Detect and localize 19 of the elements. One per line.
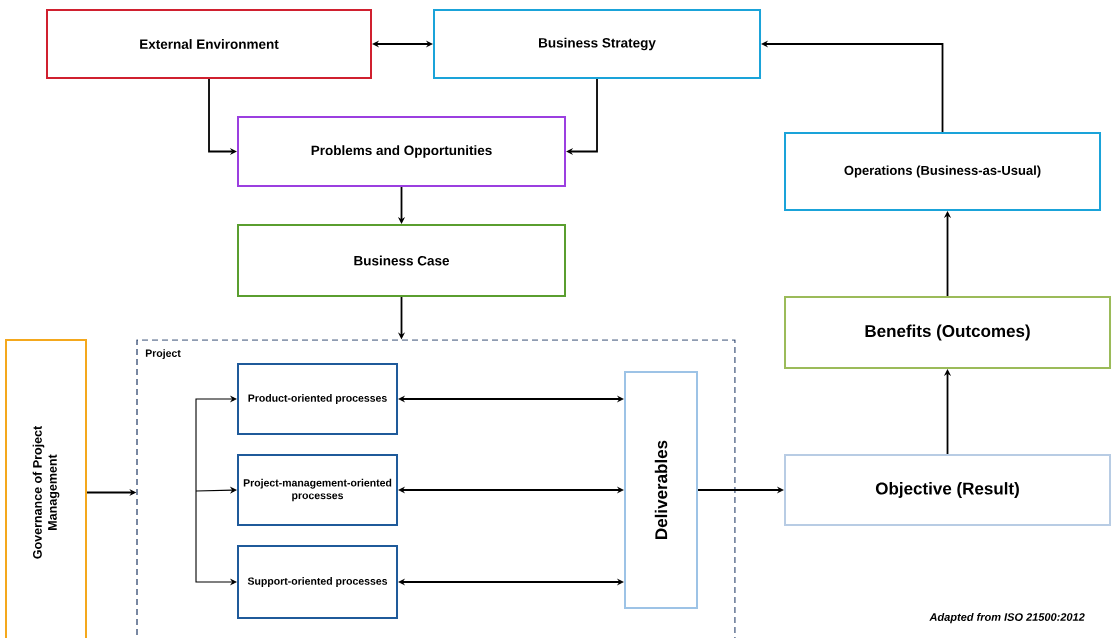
process-box: Support-oriented processes <box>237 545 398 619</box>
process-box: Governance of Project Management <box>5 339 87 638</box>
arrow <box>398 486 624 494</box>
arrow <box>398 578 624 586</box>
process-box: Problems and Opportunities <box>237 116 566 187</box>
source-note: Adapted from ISO 21500:2012 <box>929 612 1085 624</box>
process-box: Business Case <box>237 224 566 297</box>
process-box: Product-oriented processes <box>237 363 398 435</box>
arrow <box>398 395 624 403</box>
process-box: Business Strategy <box>433 9 761 79</box>
process-box: Objective (Result) <box>784 454 1111 526</box>
process-box: Project-management-oriented processes <box>237 454 398 526</box>
process-box: Operations (Business-as-Usual) <box>784 132 1101 211</box>
process-box: Benefits (Outcomes) <box>784 296 1111 369</box>
arrow <box>566 78 598 156</box>
arrow <box>372 40 433 48</box>
arrow <box>195 395 237 492</box>
process-box: External Environment <box>46 9 372 79</box>
process-box: Deliverables <box>624 371 698 609</box>
